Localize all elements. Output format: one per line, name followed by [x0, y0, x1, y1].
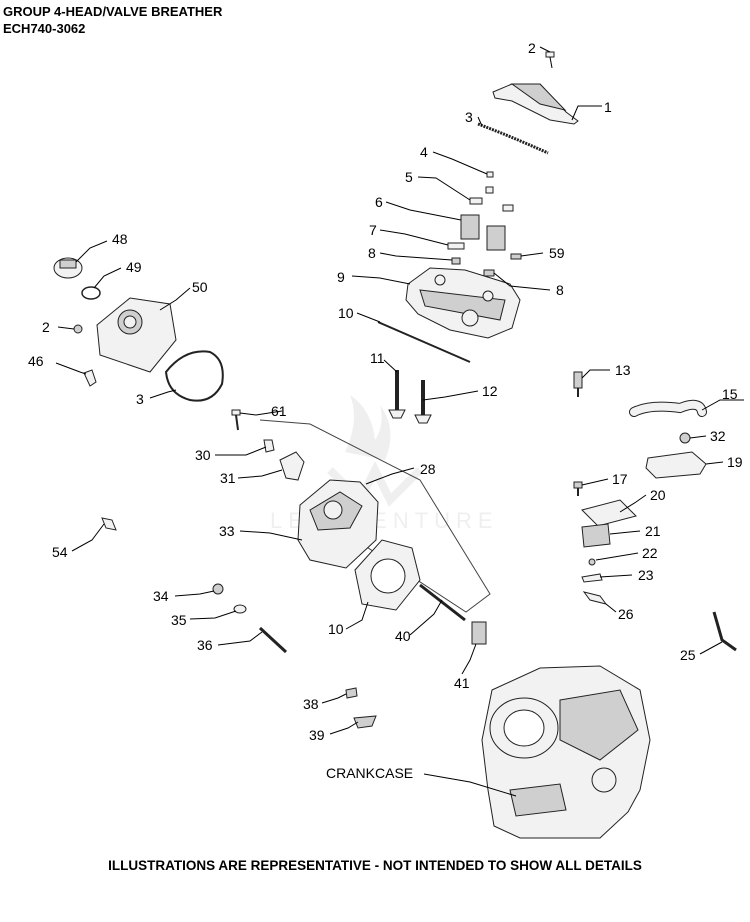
callout-12: 12 — [482, 383, 498, 399]
callout-59: 59 — [549, 245, 565, 261]
washer-35[interactable] — [233, 604, 247, 614]
callout-11: 11 — [370, 350, 385, 366]
plug-32[interactable] — [679, 432, 691, 444]
gasket-10-top[interactable] — [377, 321, 471, 363]
bolt-61[interactable] — [231, 409, 241, 431]
callout-48: 48 — [112, 231, 128, 247]
pushrod-4[interactable] — [486, 171, 494, 178]
callout-labels: 1 2 2 3 3 4 5 6 7 8 8 9 10 10 11 12 13 1… — [28, 40, 743, 781]
callout-10-top: 10 — [338, 305, 354, 321]
callout-2-left: 2 — [42, 319, 50, 335]
callout-7: 7 — [369, 222, 377, 238]
o-ring-49[interactable] — [81, 286, 101, 300]
sensor-13[interactable] — [573, 371, 583, 397]
fitting-46[interactable] — [83, 369, 97, 387]
callout-33: 33 — [219, 523, 235, 539]
callout-23: 23 — [638, 567, 654, 583]
breather-cover-19[interactable] — [645, 451, 707, 479]
gasket-20[interactable] — [581, 499, 637, 527]
pushrod-40[interactable] — [419, 583, 466, 622]
screw-17[interactable] — [573, 481, 583, 496]
callout-38: 38 — [303, 696, 319, 712]
callout-34: 34 — [153, 588, 169, 604]
head-assembly-33[interactable] — [297, 479, 379, 569]
callout-31: 31 — [220, 470, 236, 486]
valve-lifter-41[interactable] — [471, 621, 487, 645]
callout-54: 54 — [52, 544, 68, 560]
leader-lines — [55, 46, 744, 797]
cylinder-head-9[interactable] — [405, 267, 521, 339]
breather-cover-50[interactable] — [96, 297, 177, 373]
disclaimer-footer: ILLUSTRATIONS ARE REPRESENTATIVE - NOT I… — [108, 858, 642, 873]
clip-54[interactable] — [101, 517, 117, 531]
callout-32: 32 — [710, 428, 726, 444]
callout-50: 50 — [192, 279, 208, 295]
callout-4: 4 — [420, 144, 428, 160]
bracket-38[interactable] — [345, 687, 358, 699]
valve-seal-7[interactable] — [447, 242, 465, 250]
reed-23[interactable] — [581, 573, 603, 583]
nut-34[interactable] — [212, 583, 224, 595]
head-gasket-10[interactable] — [354, 539, 421, 611]
oil-fill-cap-48[interactable] — [53, 257, 83, 279]
valve-cover[interactable] — [492, 83, 579, 125]
model-number: ECH740-3062 — [3, 21, 86, 36]
callout-21: 21 — [645, 523, 661, 539]
callout-41: 41 — [454, 675, 470, 691]
gasket-3-left[interactable] — [164, 350, 224, 402]
valve-11[interactable] — [388, 370, 406, 419]
spring-6[interactable] — [460, 214, 506, 251]
callout-26: 26 — [618, 606, 634, 622]
valve-12[interactable] — [414, 380, 432, 424]
diagram-title: GROUP 4-HEAD/VALVE BREATHER — [3, 4, 223, 19]
stud-36[interactable] — [258, 626, 288, 654]
filter-21[interactable] — [581, 523, 611, 548]
retainer-5[interactable] — [469, 186, 514, 212]
callout-30: 30 — [195, 447, 211, 463]
callout-20: 20 — [650, 487, 666, 503]
screw-2-top[interactable] — [545, 51, 555, 69]
callout-3-left: 3 — [136, 391, 144, 407]
callout-6: 6 — [375, 194, 383, 210]
callout-1: 1 — [604, 99, 612, 115]
gasket-3-top[interactable] — [477, 122, 549, 155]
callout-40: 40 — [395, 628, 411, 644]
rocker-arm-31[interactable] — [279, 451, 305, 481]
callout-19: 19 — [727, 454, 743, 470]
plate-39[interactable] — [353, 715, 377, 729]
callout-10-bottom: 10 — [328, 621, 344, 637]
callout-13: 13 — [615, 362, 631, 378]
callout-61: 61 — [271, 403, 287, 419]
callout-crankcase: CRANKCASE — [326, 765, 413, 781]
callout-2-top: 2 — [528, 40, 536, 56]
callout-39: 39 — [309, 727, 325, 743]
head-assembly-box-28 — [259, 419, 491, 613]
crankcase[interactable] — [481, 665, 651, 839]
callout-25: 25 — [680, 647, 696, 663]
callout-8-right: 8 — [556, 282, 564, 298]
bracket-25[interactable] — [712, 611, 737, 652]
callout-49: 49 — [126, 259, 142, 275]
pin-59[interactable] — [510, 253, 522, 260]
callout-9: 9 — [337, 269, 345, 285]
callout-28: 28 — [420, 461, 436, 477]
callout-46: 46 — [28, 353, 44, 369]
retainer-26[interactable] — [582, 591, 608, 605]
callout-35: 35 — [171, 612, 187, 628]
callout-3-top: 3 — [465, 109, 473, 125]
callout-5: 5 — [405, 169, 413, 185]
screw-2-left[interactable] — [73, 324, 83, 334]
callout-36: 36 — [197, 637, 213, 653]
screw-22[interactable] — [588, 558, 596, 566]
callout-22: 22 — [642, 545, 658, 561]
callout-17: 17 — [612, 471, 628, 487]
callout-8-left: 8 — [368, 245, 376, 261]
callout-15: 15 — [722, 386, 738, 402]
rocker-pivot-30[interactable] — [263, 439, 275, 453]
